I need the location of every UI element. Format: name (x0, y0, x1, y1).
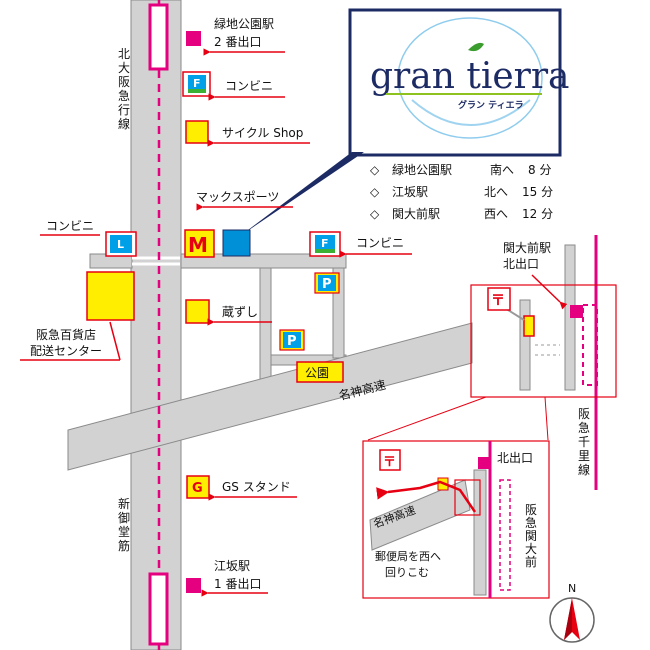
svg-text:西へ: 西へ (484, 207, 508, 221)
kandai-exit-marker (570, 305, 583, 318)
logo-brand-kana: グラン ティエラ (458, 99, 524, 111)
kurazushi-label: 蔵ずし (222, 305, 258, 319)
midosuji-label: 新御堂筋 (118, 496, 130, 553)
compass-n-label: N (568, 582, 576, 595)
svg-text:15 分: 15 分 (522, 185, 553, 199)
svg-text:◇: ◇ (370, 207, 380, 221)
svg-text:◇: ◇ (370, 185, 380, 199)
inset-note-1: 郵便局を西へ (375, 550, 441, 563)
conv-left-label: コンビニ (46, 219, 94, 233)
cycle-shop-label: サイクル Shop (222, 126, 303, 140)
zoom-area-detail (499, 299, 598, 391)
svg-text:F: F (321, 237, 329, 250)
inset-post-office-icon: 〒 (379, 449, 401, 471)
access-list: ◇ 緑地公園駅 南へ 8 分 ◇ 江坂駅 北へ 15 分 ◇ 関大前駅 西へ 1… (370, 162, 553, 221)
esaka-exit-label-1: 江坂駅 (214, 559, 250, 573)
hankyu-dept-label-2: 配送センター (30, 343, 102, 358)
familymart-right-icon: F (309, 231, 341, 257)
svg-text:G: G (192, 481, 203, 496)
svg-text:南へ: 南へ (490, 162, 514, 177)
svg-text:緑地公園駅: 緑地公園駅 (392, 162, 452, 177)
svg-text:関大前駅: 関大前駅 (392, 206, 440, 221)
inset-north-exit-marker (478, 457, 490, 469)
svg-text:新御堂筋: 新御堂筋 (118, 496, 130, 553)
parking-icon-2: P (279, 329, 305, 351)
zoom-area-box (470, 284, 617, 398)
svg-text:8 分: 8 分 (528, 163, 551, 177)
svg-text:江坂駅: 江坂駅 (392, 185, 428, 199)
target-building-marker (222, 229, 251, 257)
road-network (67, 0, 473, 650)
ryokuchi-exit-label-1: 緑地公園駅 (214, 16, 274, 31)
svg-text:〒: 〒 (491, 293, 505, 309)
senri-label: 阪急千里線 (578, 407, 590, 477)
svg-text:◇: ◇ (370, 163, 380, 177)
ryokuchi-exit-marker (186, 31, 201, 46)
max-sports-label: マックスポーツ (196, 190, 279, 204)
north-compass-icon: N (549, 582, 595, 643)
lawson-icon: L (105, 231, 137, 257)
hankyu-dept-marker (86, 271, 135, 321)
esaka-exit-label-2: 1 番出口 (214, 577, 261, 591)
svg-text:北へ: 北へ (484, 185, 508, 199)
svg-text:P: P (287, 334, 297, 349)
esaka-station-platform (148, 572, 169, 646)
zoom-connector (367, 396, 487, 441)
svg-text:M: M (188, 233, 208, 257)
svg-text:北大阪急行線: 北大阪急行線 (118, 47, 130, 131)
hankyu-dept-label-1: 阪急百貨店 (36, 327, 96, 342)
leaf-icon (468, 42, 484, 52)
post-office-icon: 〒 (487, 287, 511, 311)
esaka-exit-marker (186, 578, 201, 593)
ryokuchi-station-platform (148, 3, 169, 71)
inset-north-exit-label: 北出口 (497, 451, 533, 465)
inset-line-label: 阪急関大前 (525, 503, 537, 569)
svg-text:F: F (193, 77, 201, 90)
logo-brand: gran tierra (370, 56, 570, 97)
kandai-exit-label-2: 北出口 (503, 257, 539, 271)
svg-text:〒: 〒 (383, 455, 396, 470)
kurazushi-marker (185, 299, 210, 324)
logo-box: gran tierra グラン ティエラ (240, 8, 570, 236)
cycle-shop-marker (185, 120, 209, 144)
gs-label: GS スタンド (222, 480, 291, 494)
svg-text:阪急千里線: 阪急千里線 (578, 407, 590, 477)
park-marker (296, 361, 344, 383)
inset-note-2: 回りこむ (385, 566, 429, 579)
parking-icon-1: P (314, 272, 340, 294)
mcdonalds-icon: M (184, 229, 215, 258)
conv-right-label: コンビニ (356, 236, 404, 250)
kitaosaka-line (148, 0, 169, 650)
ryokuchi-exit-label-2: 2 番出口 (214, 35, 261, 49)
conv-top-label: コンビニ (225, 79, 273, 93)
gas-station-icon: G (186, 475, 210, 499)
kitaosaka-label: 北大阪急行線 (118, 47, 130, 131)
svg-text:P: P (322, 277, 332, 292)
inset-map: 北出口 〒 名神高速 郵便局を西へ 回りこむ 阪急関大前 (362, 440, 550, 599)
svg-text:L: L (117, 238, 124, 251)
familymart-icon: F (182, 71, 211, 97)
park-label: 公園 (305, 366, 329, 380)
kandai-exit-label-1: 関大前駅 (503, 240, 551, 255)
svg-text:12 分: 12 分 (522, 207, 553, 221)
